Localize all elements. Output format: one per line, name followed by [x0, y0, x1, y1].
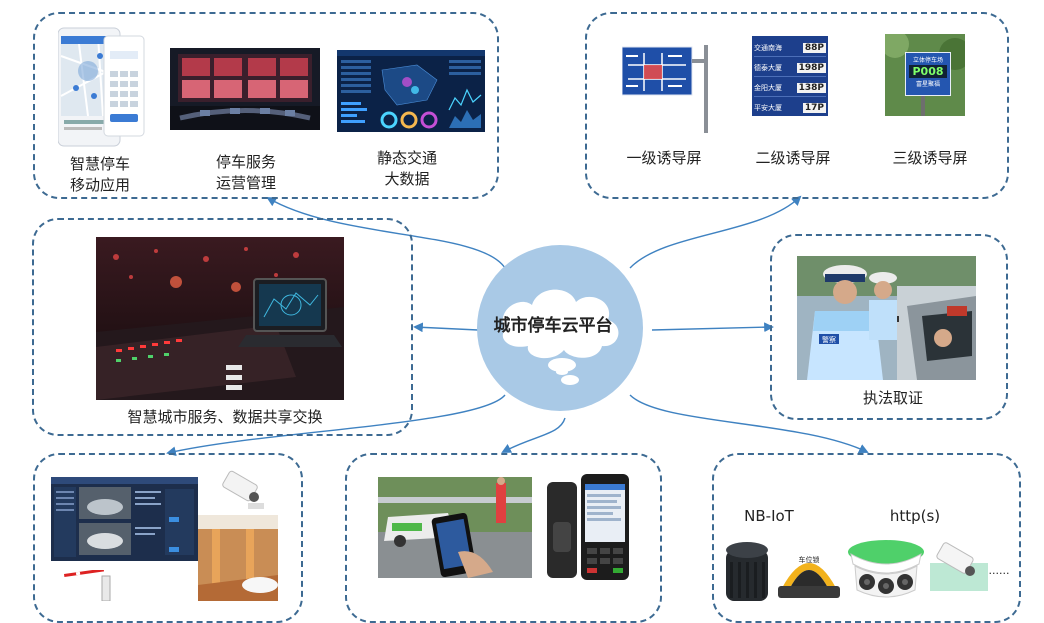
level2-sign-row-text: 交通南海: [754, 43, 782, 53]
level2-sign-row: 德泰大厦 198P: [754, 59, 826, 77]
label-law-enforcement: 执法取证: [838, 388, 948, 409]
level2-sign-row-text: 平安大厦: [754, 103, 782, 113]
parking-lock-text: 车位锁: [799, 555, 820, 564]
bullet-camera-image: [930, 541, 988, 591]
level2-sign-row: 平安大厦 17P: [754, 99, 826, 116]
level3-sign-panel: 立体停车场 P008 富星聚福: [905, 52, 951, 96]
level2-sign-row-count: 198P: [797, 63, 826, 73]
label-smart-city-service: 智慧城市服务、数据共享交换: [80, 407, 370, 428]
label-big-data: 静态交通 大数据: [357, 148, 457, 190]
arrow-to-middle-right: [652, 327, 772, 330]
arrow-to-middle-left: [415, 327, 478, 330]
label-nb-iot: NB-IoT: [730, 506, 808, 527]
ellipsis-more: ......: [984, 560, 1014, 581]
law-enforcement-image: 警察: [797, 256, 976, 380]
level2-sign-row: 金阳大厦 138P: [754, 79, 826, 97]
label-operations-management: 停车服务 运营管理: [196, 152, 296, 194]
label-level2: 二级诱导屏: [745, 148, 841, 169]
operations-center-image: [170, 48, 320, 130]
parking-lock-image: 车位锁: [778, 538, 840, 601]
big-data-dashboard-image: [337, 50, 485, 132]
geomagnetic-sensor-image: [722, 540, 772, 601]
mobile-payment-photo: [378, 477, 532, 578]
level2-guide-sign-image: 交通南海 88P 德泰大厦 198P 金阳大厦 138P 平安大厦 17P: [752, 36, 828, 116]
level2-sign-row-count: 138P: [797, 83, 826, 93]
barrier-gate-image: [62, 570, 122, 601]
dome-camera-indicator-image: [845, 538, 927, 601]
level2-sign-row-text: 德泰大厦: [754, 63, 782, 73]
level3-guide-sign-image: 立体停车场 P008 富星聚福: [885, 34, 965, 116]
lane-management-software-image: [51, 477, 198, 561]
camera-device-image: [218, 467, 268, 512]
label-mobile-app: 智慧停车 移动应用: [58, 154, 142, 196]
platform-title: 城市停车云平台: [478, 311, 628, 336]
level2-sign-row: 交通南海 88P: [754, 39, 826, 57]
level3-sign-bottom: 富星聚福: [906, 79, 950, 88]
label-https: http(s): [876, 506, 954, 527]
level3-sign-top: 立体停车场: [906, 55, 950, 64]
label-level1: 一级诱导屏: [616, 148, 712, 169]
mobile-app-image: [58, 26, 148, 148]
underground-parking-image: [198, 515, 278, 601]
level3-sign-count: P008: [909, 65, 947, 78]
handheld-pos-terminal-image: [547, 472, 631, 582]
level1-guide-sign-image: [622, 43, 714, 133]
level2-sign-row-text: 金阳大厦: [754, 83, 782, 93]
level2-sign-row-count: 88P: [803, 43, 826, 53]
arrow-to-bottom-middle: [503, 418, 565, 452]
level2-sign-rows: 交通南海 88P 德泰大厦 198P 金阳大厦 138P 平安大厦 17P: [752, 36, 828, 116]
level2-sign-row-count: 17P: [803, 103, 826, 113]
label-level3: 三级诱导屏: [882, 148, 978, 169]
police-vest-text: 警察: [822, 335, 836, 344]
smart-city-control-desk-image: [96, 237, 344, 400]
